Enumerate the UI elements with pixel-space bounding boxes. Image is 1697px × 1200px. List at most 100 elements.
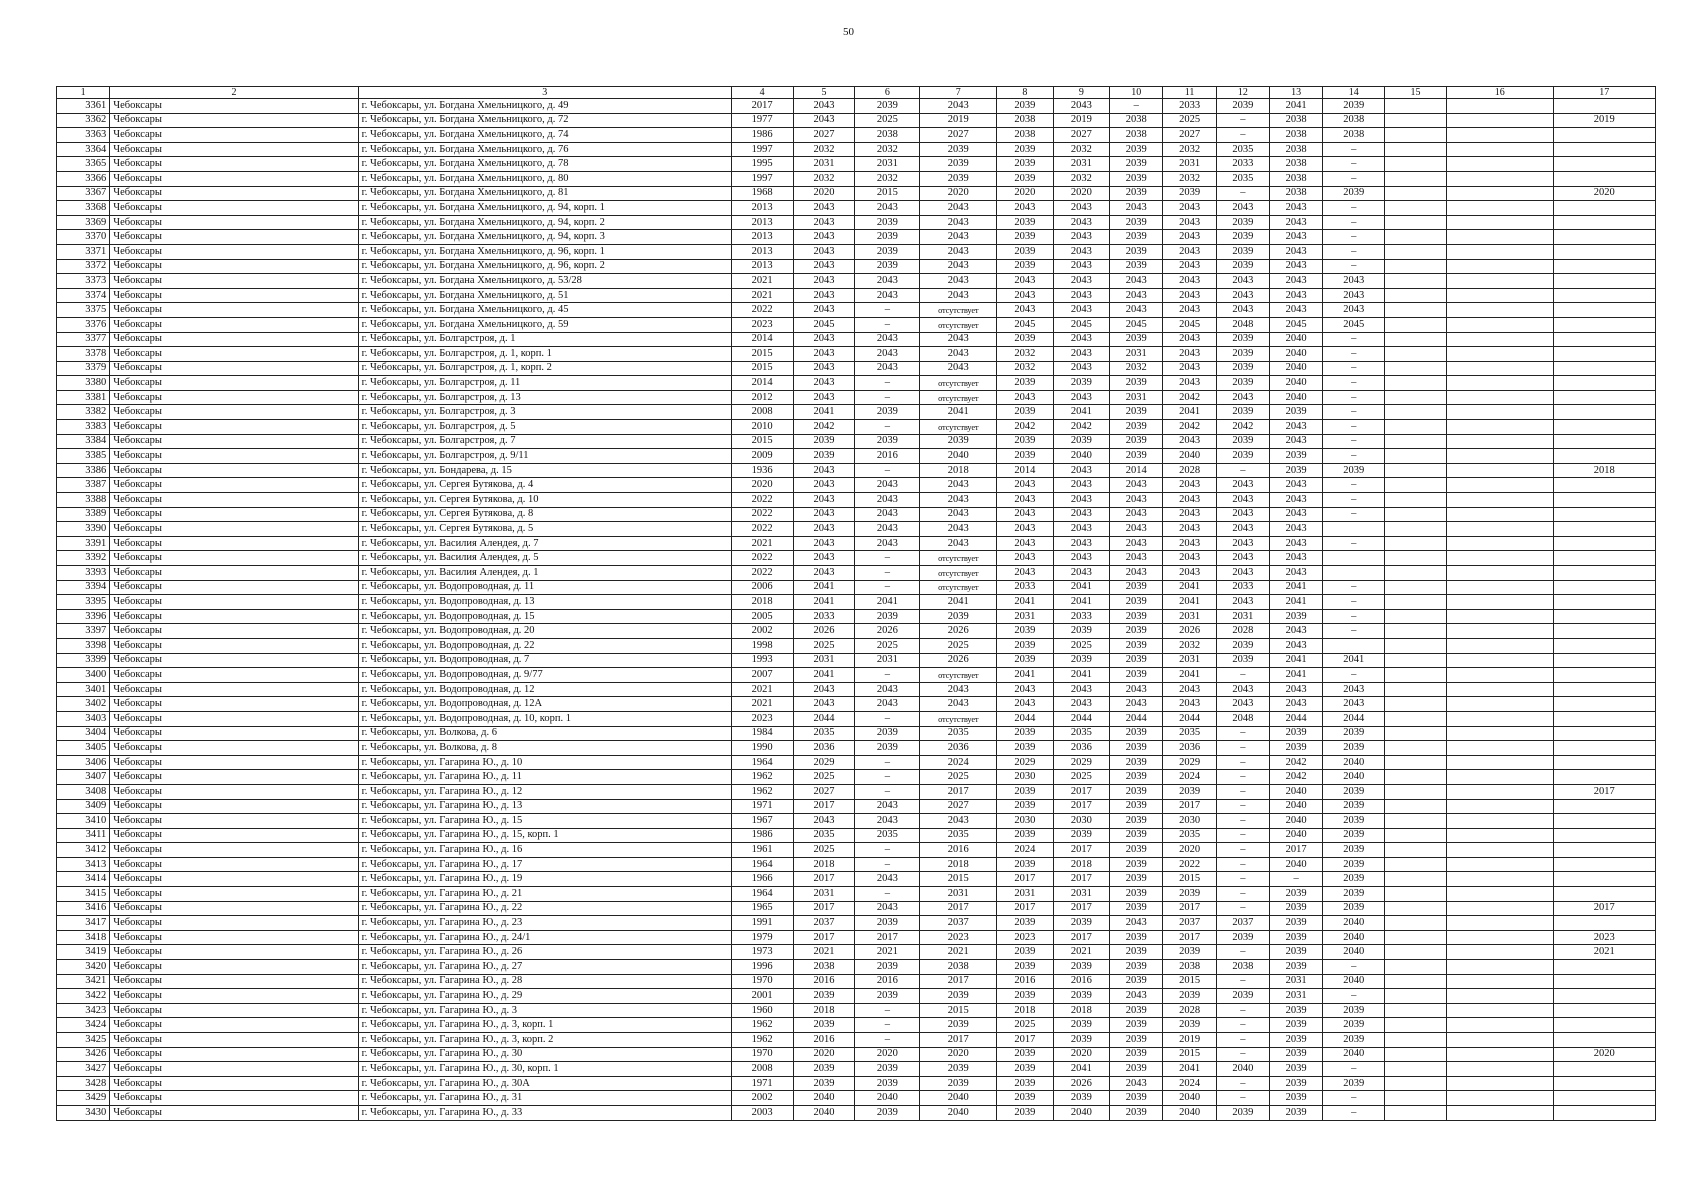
- col-13-cell: 2039: [1269, 1104, 1324, 1121]
- address-cell: г. Чебоксары, ул. Гагарина Ю., д. 3: [357, 1002, 732, 1019]
- col-15-cell: [1384, 623, 1447, 639]
- col-13-cell: 2043: [1269, 681, 1324, 698]
- col-4-cell: 2021: [730, 535, 794, 552]
- city-cell: Чебоксары: [109, 448, 359, 464]
- col-4-cell: 2014: [730, 331, 794, 348]
- col-8-cell: 2018: [996, 1002, 1054, 1019]
- col-5-cell: 2031: [792, 652, 856, 669]
- col-4-cell: 1971: [730, 798, 794, 815]
- row-number-cell: 3421: [55, 973, 111, 990]
- col-5-cell: 2043: [792, 200, 856, 216]
- col-13-cell: 2042: [1269, 769, 1324, 785]
- col-8-cell: 2039: [996, 944, 1054, 961]
- col-14-cell: 2043: [1322, 696, 1386, 712]
- col-7-cell: 2043: [919, 360, 998, 377]
- col-13-cell: 2043: [1269, 521, 1324, 537]
- col-8-cell: 2031: [996, 608, 1054, 625]
- col-16-cell: [1445, 156, 1554, 172]
- city-cell: Чебоксары: [109, 316, 359, 333]
- col-16-cell: [1445, 127, 1554, 143]
- col-17-cell: [1552, 156, 1657, 172]
- col-16-cell: [1445, 1032, 1554, 1048]
- col-17-cell: [1552, 127, 1657, 143]
- col-16-cell: [1445, 754, 1554, 771]
- col-11-cell: 2043: [1162, 200, 1217, 216]
- col-4-cell: 1977: [730, 112, 794, 129]
- col-6-cell: 2015: [854, 185, 921, 202]
- col-10-cell: 2039: [1109, 579, 1164, 596]
- col-12-cell: 2043: [1215, 200, 1271, 216]
- col-6-cell: 2025: [854, 637, 921, 654]
- city-cell: Чебоксары: [109, 389, 359, 406]
- col-13-cell: 2039: [1269, 959, 1324, 975]
- col-4-cell: 2009: [730, 448, 794, 464]
- col-14-cell: 2039: [1322, 813, 1386, 829]
- column-header: 6: [854, 86, 921, 99]
- col-8-cell: 2038: [996, 127, 1054, 143]
- row-number-cell: 3361: [55, 98, 111, 114]
- city-cell: Чебоксары: [109, 273, 359, 289]
- row-number-cell: 3414: [55, 871, 111, 888]
- col-15-cell: [1384, 915, 1447, 931]
- col-5-cell: 2043: [792, 360, 856, 377]
- col-11-cell: 2040: [1162, 448, 1217, 464]
- col-11-cell: 2043: [1162, 258, 1217, 275]
- col-10-cell: 2039: [1109, 1061, 1164, 1077]
- col-16-cell: [1445, 988, 1554, 1004]
- column-number-row: 1 2 3 4 5 6 7 8 9 10 11 12 13 14 15 16 1…: [55, 86, 1657, 99]
- col-9-cell: 2031: [1052, 156, 1111, 172]
- col-14-cell: 2043: [1322, 681, 1386, 698]
- address-cell: г. Чебоксары, ул. Богдана Хмельницкого, …: [357, 156, 732, 172]
- col-5-cell: 2017: [792, 900, 856, 917]
- city-cell: Чебоксары: [109, 681, 359, 698]
- col-15-cell: [1384, 535, 1447, 552]
- col-10-cell: 2039: [1109, 156, 1164, 172]
- col-7-cell: отсутствует: [919, 565, 998, 581]
- housing-schedule-sheet: 1 2 3 4 5 6 7 8 9 10 11 12 13 14 15 16 1…: [55, 86, 1657, 1121]
- city-cell: Чебоксары: [109, 214, 359, 231]
- col-17-cell: [1552, 667, 1657, 683]
- col-7-cell: 2039: [919, 170, 998, 187]
- col-6-cell: 2016: [854, 973, 921, 990]
- col-4-cell: 1990: [730, 740, 794, 756]
- col-4-cell: 2022: [730, 550, 794, 566]
- col-14-cell: –: [1322, 1090, 1386, 1106]
- col-14-cell: 2040: [1322, 929, 1386, 946]
- col-14-cell: –: [1322, 346, 1386, 362]
- col-6-cell: –: [854, 565, 921, 581]
- address-cell: г. Чебоксары, ул. Богдана Хмельницкого, …: [357, 200, 732, 216]
- col-5-cell: 2041: [792, 667, 856, 683]
- col-13-cell: 2043: [1269, 506, 1324, 523]
- col-8-cell: 2039: [996, 433, 1054, 450]
- col-6-cell: 2043: [854, 477, 921, 494]
- col-17-cell: [1552, 1017, 1657, 1033]
- col-17-cell: [1552, 229, 1657, 245]
- col-16-cell: [1445, 1046, 1554, 1063]
- col-11-cell: 2043: [1162, 681, 1217, 698]
- address-cell: г. Чебоксары, ул. Болгарстроя, д. 5: [357, 419, 732, 435]
- col-12-cell: 2039: [1215, 433, 1271, 450]
- col-4-cell: 1979: [730, 929, 794, 946]
- col-12-cell: –: [1215, 1017, 1271, 1033]
- col-11-cell: 2040: [1162, 1104, 1217, 1121]
- col-4-cell: 2015: [730, 433, 794, 450]
- col-8-cell: 2039: [996, 448, 1054, 464]
- col-15-cell: [1384, 725, 1447, 742]
- col-12-cell: 2043: [1215, 681, 1271, 698]
- col-16-cell: [1445, 346, 1554, 362]
- col-5-cell: 2043: [792, 273, 856, 289]
- col-16-cell: [1445, 375, 1554, 391]
- col-14-cell: 2039: [1322, 185, 1386, 202]
- col-11-cell: 2017: [1162, 929, 1217, 946]
- col-9-cell: 2020: [1052, 185, 1111, 202]
- col-7-cell: 2026: [919, 623, 998, 639]
- col-8-cell: 2025: [996, 1017, 1054, 1033]
- col-16-cell: [1445, 565, 1554, 581]
- col-11-cell: 2032: [1162, 141, 1217, 158]
- col-15-cell: [1384, 316, 1447, 333]
- col-4-cell: 2023: [730, 316, 794, 333]
- col-6-cell: 2016: [854, 448, 921, 464]
